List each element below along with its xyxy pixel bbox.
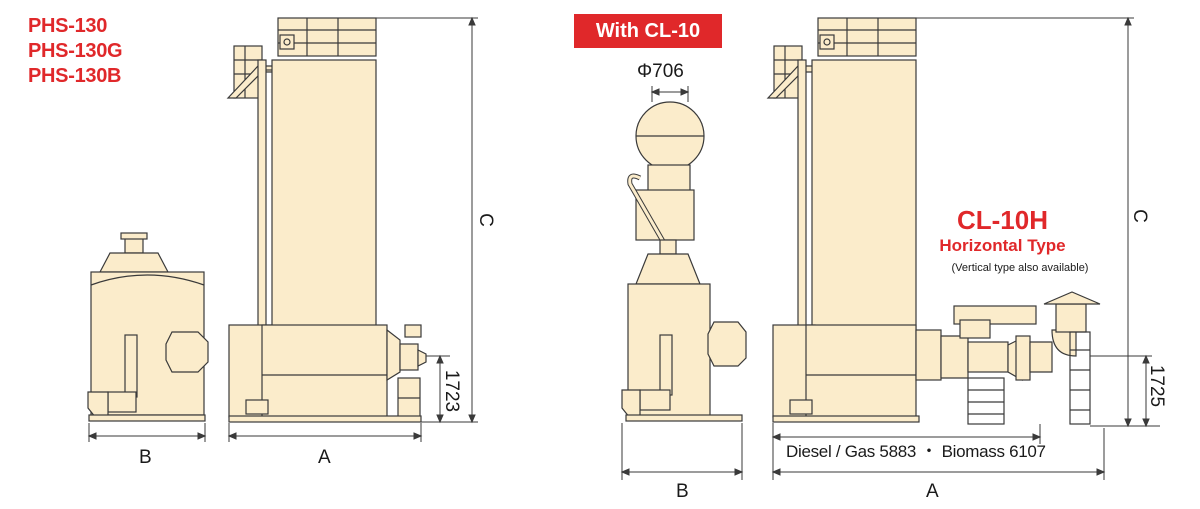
dim-c-right: C (1128, 209, 1150, 223)
dim-a-left: A (318, 447, 331, 468)
dim-length: Diesel / Gas 5883 ・ Biomass 6107 (786, 442, 1046, 461)
cl10-top-unit (621, 101, 747, 422)
dim-h-right: 1725 (1146, 364, 1168, 408)
dim-a-right: A (926, 481, 939, 502)
model-label-phs-130: PHS-130 (28, 15, 108, 37)
main-tower-right (766, 17, 942, 423)
burner-unit-left (87, 232, 209, 422)
cl10h-title: CL-10H (956, 205, 1048, 235)
dimension-lines-left (87, 16, 478, 442)
cl10h-horizontal-unit (940, 291, 1101, 425)
dim-diameter: Φ706 (637, 61, 684, 82)
with-cl10-badge: With CL-10 (574, 14, 722, 48)
dimension-lines-right (620, 16, 1160, 480)
cl10h-note: (Vertical type also available) (951, 262, 1089, 274)
model-label-phs-130g: PHS-130G (28, 40, 123, 62)
dim-c-left: C (474, 213, 496, 227)
dim-h-left: 1723 (441, 369, 463, 413)
cl10h-subtitle: Horizontal Type (939, 236, 1066, 255)
dim-b-left: B (139, 447, 152, 468)
main-tower-left (226, 17, 427, 423)
dim-b-right: B (676, 481, 689, 502)
model-label-phs-130b: PHS-130B (28, 65, 122, 87)
